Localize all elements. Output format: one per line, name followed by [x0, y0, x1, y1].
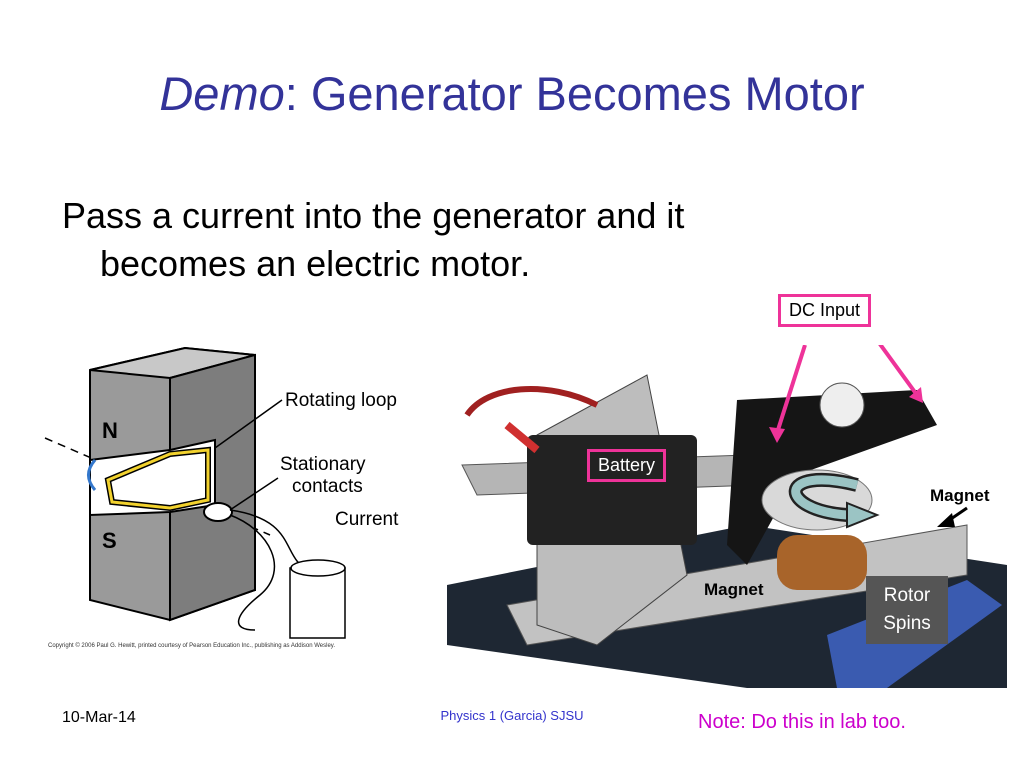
rotation-arrow-icon	[87, 459, 97, 491]
south-pole-label: S	[102, 528, 117, 553]
rotor-spins-label: Rotor Spins	[866, 576, 948, 644]
bullet-text: Pass a current into the generator and it…	[62, 192, 942, 288]
spin-arrow-icon	[791, 475, 859, 520]
dc-arrowhead-right	[909, 387, 923, 403]
wire-1	[229, 514, 276, 631]
red-clip	[504, 421, 540, 454]
rotor-line-2: Spins	[883, 613, 931, 634]
rotating-loop	[106, 448, 210, 510]
slide-title: Demo: Generator Becomes Motor	[0, 66, 1024, 121]
rotor-coil	[777, 535, 867, 590]
battery-top	[290, 559, 346, 577]
title-rest: : Generator Becomes Motor	[284, 67, 865, 120]
generator-diagram: N S Rotating loop Stationary contacts Cu…	[44, 346, 399, 639]
rotating-loop-pointer	[214, 399, 283, 449]
dc-input-label: DC Input	[778, 294, 872, 327]
bullet-line-2: becomes an electric motor.	[100, 243, 531, 284]
battery-icon	[289, 567, 346, 639]
dc-arrow-left	[775, 345, 807, 434]
magnet-label-bottom: Magnet	[704, 580, 764, 599]
rotor-line-1: Rotor	[883, 585, 931, 606]
copyright-text: Copyright © 2006 Paul G. Hewitt, printed…	[48, 643, 336, 649]
dc-arrowhead-left	[769, 427, 785, 443]
dc-arrow-right	[878, 345, 919, 397]
magnet-label-right: Magnet	[930, 486, 990, 505]
battery-label: Battery	[587, 449, 667, 482]
rotating-loop-label: Rotating loop	[285, 390, 397, 411]
battery-cell	[527, 435, 697, 545]
current-label: Current	[335, 509, 399, 530]
contacts-label: contacts	[292, 476, 363, 497]
footer-note: Note: Do this in lab too.	[698, 711, 906, 733]
footer-date: 10-Mar-14	[62, 709, 136, 726]
contacts-pointer	[229, 477, 279, 511]
stationary-contacts	[203, 502, 233, 522]
knob	[819, 382, 865, 428]
stationary-label: Stationary	[280, 454, 366, 475]
footer-course: Physics 1 (Garcia) SJSU	[440, 708, 584, 723]
magnet-arrowhead	[937, 513, 955, 527]
bullet-line-1: Pass a current into the generator and it	[62, 195, 685, 236]
title-italic: Demo	[159, 67, 285, 120]
red-wire	[464, 386, 599, 417]
spin-arrowhead	[846, 501, 880, 529]
north-pole-label: N	[102, 418, 118, 443]
